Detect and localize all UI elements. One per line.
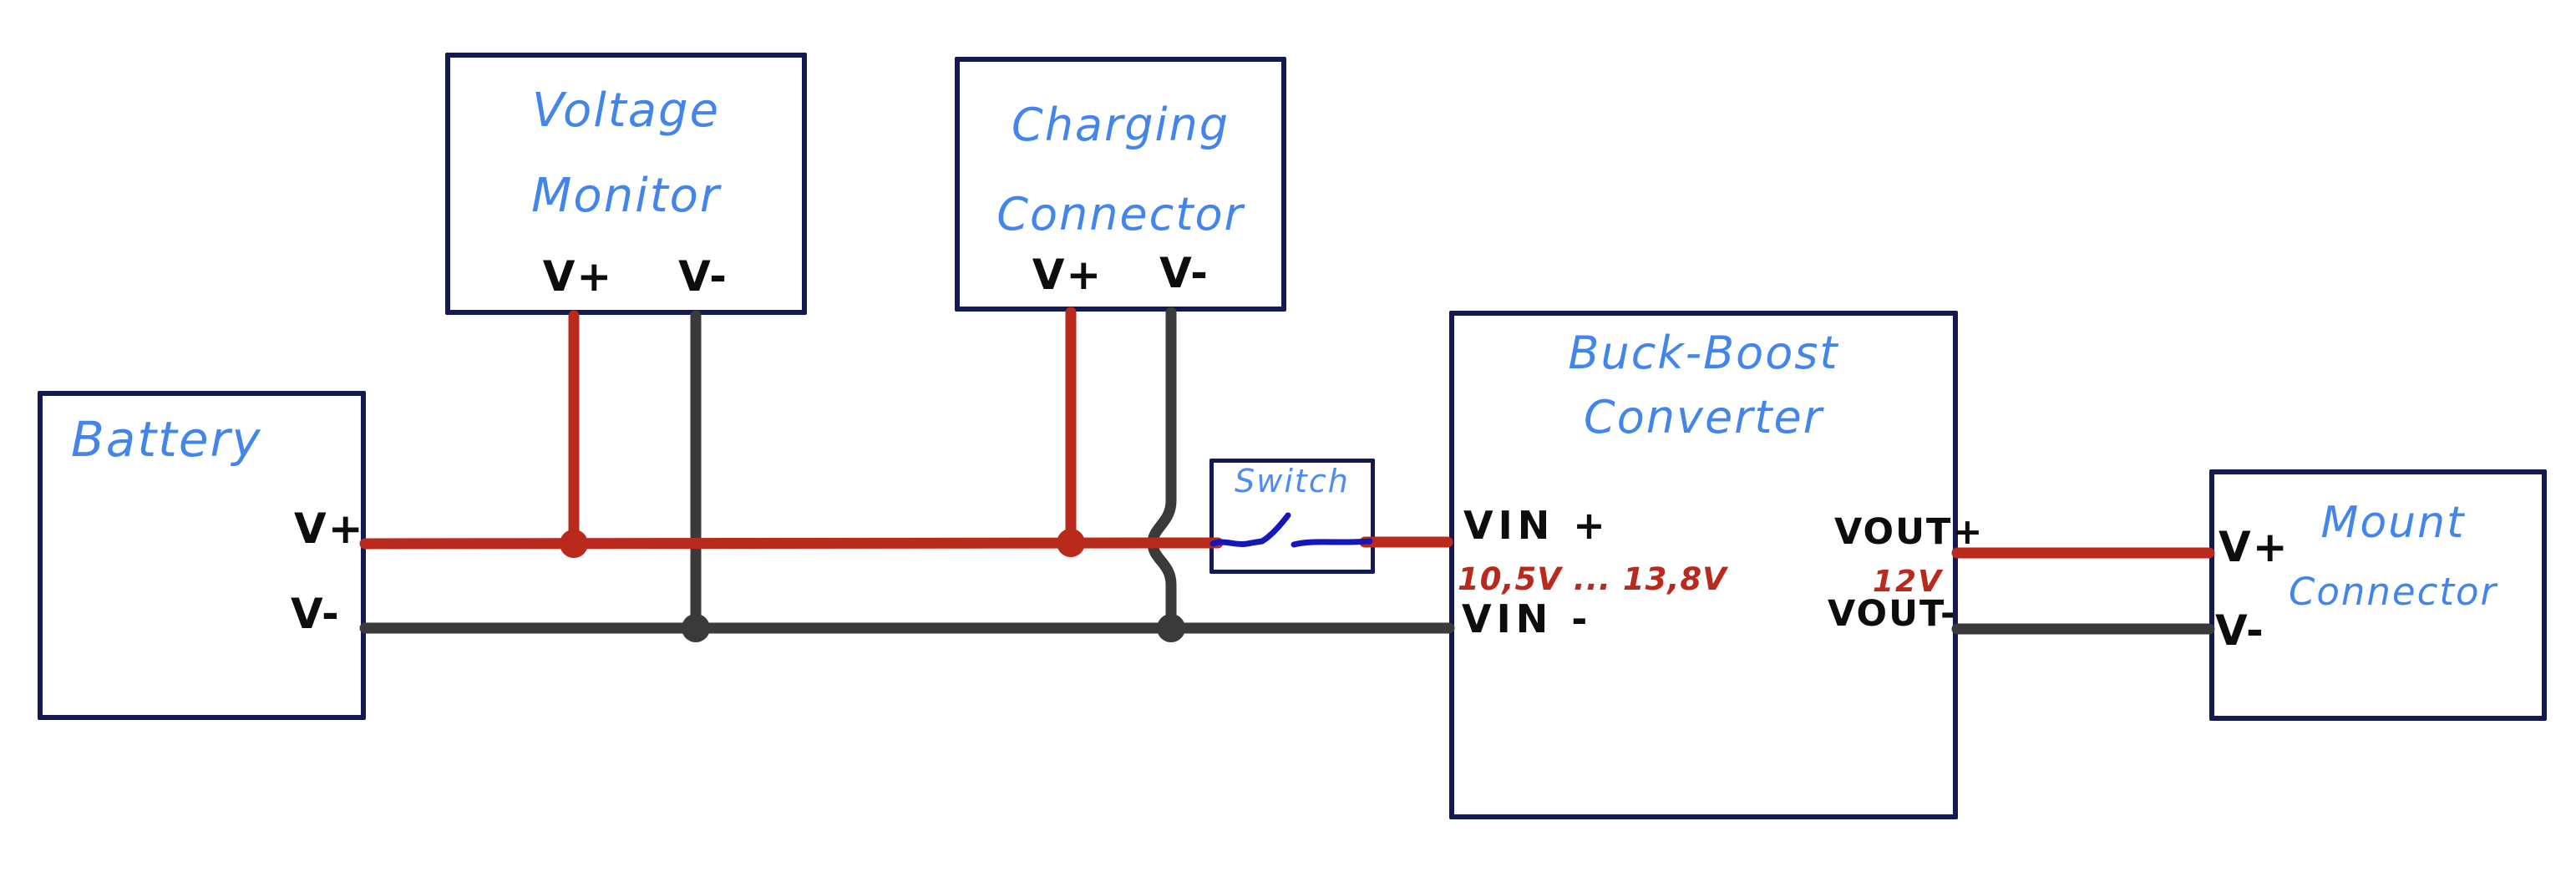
buck-boost-converter-block — [1449, 311, 1958, 819]
buck-boost-vin-plus-terminal-label: VIN + — [1463, 503, 1610, 548]
voltage-monitor-label-line1: Voltage — [531, 84, 721, 138]
voltage-monitor-vminus-terminal-label: V- — [678, 252, 728, 301]
voltage-monitor-label-line2: Monitor — [531, 169, 721, 223]
battery-vminus-terminal-label: V- — [291, 590, 341, 638]
junction-dot-positive-vm — [560, 530, 588, 558]
switch-block — [1209, 459, 1375, 574]
charging-connector-vminus-terminal-label: V- — [1159, 249, 1209, 297]
buck-boost-label-line1: Buck-Boost — [1568, 327, 1839, 379]
mount-connector-vminus-terminal-label: V- — [2215, 606, 2265, 655]
mount-connector-block — [2209, 469, 2547, 721]
wire-charging-connector-vminus — [1147, 307, 1177, 631]
mount-connector-label-line2: Connector — [2288, 570, 2498, 614]
charging-connector-label-line2: Connector — [996, 188, 1245, 241]
buck-boost-vout-voltage-value: 12V — [1873, 565, 1943, 599]
voltage-monitor-label: Voltage Monitor — [445, 68, 807, 239]
mount-connector-label-line1: Mount — [2320, 498, 2466, 548]
buck-boost-label: Buck-Boost Converter — [1449, 321, 1958, 449]
buck-boost-vout-plus-terminal-label: VOUT+ — [1834, 511, 1985, 553]
buck-boost-vout-minus-terminal-label: VOUT- — [1828, 593, 1957, 635]
switch-label: Switch — [1235, 463, 1350, 499]
charging-connector-label: Charging Connector — [955, 80, 1286, 259]
junction-dot-negative-cc — [1157, 614, 1185, 642]
battery-block — [38, 391, 366, 720]
voltage-monitor-block — [445, 53, 807, 315]
battery-label: Battery — [71, 411, 262, 468]
battery-vplus-terminal-label: V+ — [294, 504, 365, 553]
charging-connector-vplus-terminal-label: V+ — [1032, 251, 1103, 299]
charging-connector-block — [955, 57, 1286, 312]
voltage-monitor-vplus-terminal-label: V+ — [542, 252, 614, 301]
junction-dot-positive-cc — [1057, 529, 1085, 557]
wire-positive-rail — [359, 537, 1224, 550]
mount-connector-vplus-terminal-label: V+ — [2219, 523, 2289, 571]
junction-dot-negative-vm — [682, 614, 710, 642]
charging-connector-label-line1: Charging — [1011, 99, 1230, 151]
buck-boost-vin-minus-terminal-label: VIN - — [1462, 596, 1593, 641]
buck-boost-label-line2: Converter — [1584, 391, 1823, 444]
buck-boost-vin-voltage-range: 10,5V ... 13,8V — [1458, 561, 1727, 597]
